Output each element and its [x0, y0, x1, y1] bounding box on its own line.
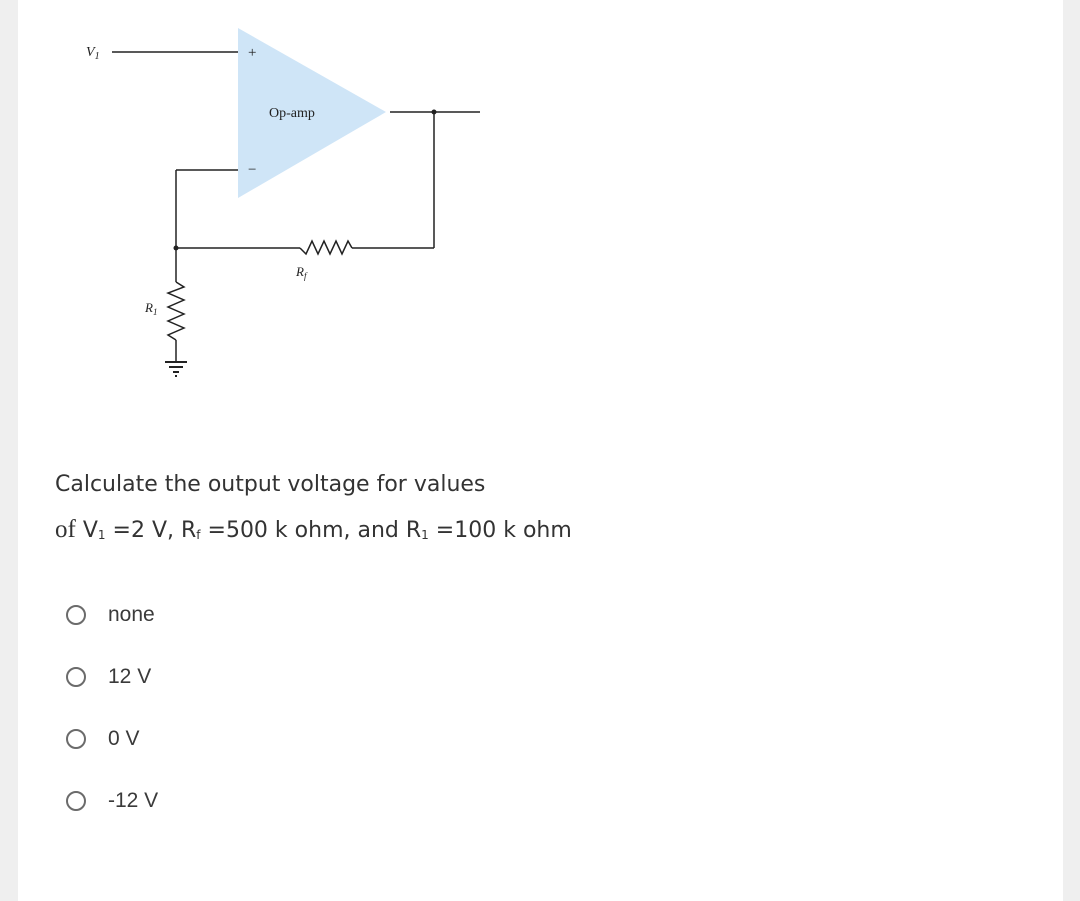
r1-value: =100 k ohm	[428, 518, 572, 543]
rf-subscript: f	[196, 528, 201, 542]
option-label: 0 V	[108, 727, 140, 750]
option-minus-12v[interactable]: -12 V	[66, 776, 158, 826]
rf-label: Rf	[295, 264, 308, 281]
option-label: 12 V	[108, 665, 152, 688]
v1-value: =2 V, R	[105, 518, 197, 543]
opamp-triangle	[238, 28, 386, 198]
radio-button[interactable]	[66, 605, 86, 625]
v1-text: V	[82, 518, 98, 543]
question-card: V1 + − Op-amp Rf R1 Calculate t	[18, 0, 1063, 901]
question-line-2: of V1 =2 V, Rf =500 k ohm, and R1 =100 k…	[55, 507, 572, 558]
option-0v[interactable]: 0 V	[66, 714, 158, 764]
opamp-label: Op-amp	[269, 106, 315, 121]
radio-button[interactable]	[66, 667, 86, 687]
rf-resistor	[299, 239, 353, 256]
option-12v[interactable]: 12 V	[66, 652, 158, 702]
r1-resistor	[166, 281, 186, 341]
plus-sign: +	[248, 45, 256, 61]
question-of: of	[55, 516, 76, 543]
minus-sign: −	[248, 162, 256, 178]
r1-junction	[173, 245, 179, 251]
answer-options: none 12 V 0 V -12 V	[66, 590, 158, 838]
question-line-1: Calculate the output voltage for values	[55, 472, 486, 497]
opamp-circuit-diagram: V1 + − Op-amp Rf R1	[86, 28, 480, 377]
radio-button[interactable]	[66, 791, 86, 811]
ground-symbol	[165, 361, 187, 377]
v1-subscript: 1	[97, 528, 106, 542]
option-label: -12 V	[108, 789, 159, 812]
question-text: Calculate the output voltage for values …	[55, 462, 572, 558]
rf-value: =500 k ohm, and R	[200, 518, 422, 543]
v1-label: V1	[86, 45, 100, 62]
radio-button[interactable]	[66, 729, 86, 749]
r1-label: R1	[144, 300, 157, 317]
option-label: none	[108, 603, 155, 626]
option-none[interactable]: none	[66, 590, 158, 640]
r1-subscript: 1	[421, 528, 429, 542]
